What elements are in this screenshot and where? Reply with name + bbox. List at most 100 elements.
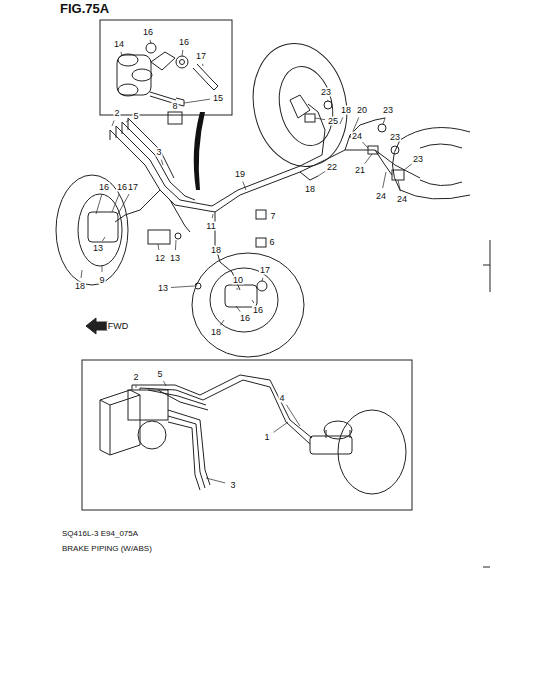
front-left-wheel <box>56 175 128 285</box>
leader-line <box>112 120 114 126</box>
callout-number: 12 <box>154 254 166 263</box>
abs-unit <box>100 390 168 455</box>
abs-pipes <box>132 375 312 490</box>
direction-label: FWD <box>107 322 130 331</box>
rear-left-wheel <box>192 253 304 357</box>
callout-number: 13 <box>157 284 169 293</box>
leader-line <box>318 171 325 176</box>
brake-pipes <box>110 101 420 291</box>
leader-line <box>212 214 214 218</box>
rear-right-wheel <box>393 128 471 200</box>
leader-line <box>96 195 102 214</box>
callout-number: 16 <box>239 314 251 323</box>
leader-line <box>102 237 105 241</box>
callout-number: 25 <box>327 117 339 126</box>
figure-caption: BRAKE PIPING (W/ABS) <box>62 545 152 553</box>
callout-number: 8 <box>171 102 178 111</box>
callout-number: 14 <box>113 40 125 49</box>
leader-line <box>404 164 412 170</box>
leader-line <box>327 100 328 101</box>
figure-title: FIG.75A <box>60 2 109 15</box>
callout-number: 7 <box>269 212 276 221</box>
leader-line <box>136 385 137 388</box>
leader-line <box>243 181 246 190</box>
callout-number: 24 <box>375 192 387 201</box>
callout-number: 18 <box>304 185 316 194</box>
callout-number: 18 <box>74 282 86 291</box>
leader-line <box>383 118 385 124</box>
callout-number: 20 <box>356 106 368 115</box>
callout-number: 17 <box>195 52 207 61</box>
leader-line <box>206 478 225 483</box>
leader-line <box>365 154 372 164</box>
leader-line <box>182 50 184 56</box>
callout-number: 10 <box>232 276 244 285</box>
leader-line <box>286 405 300 426</box>
callout-number: 4 <box>278 394 285 403</box>
leader-line <box>81 270 82 278</box>
leader-line <box>171 286 194 287</box>
callout-number: 5 <box>156 370 163 379</box>
leader-line <box>237 288 238 290</box>
callout-number: 16 <box>98 183 110 192</box>
callout-number: 11 <box>205 222 216 231</box>
callout-number: 13 <box>169 254 181 263</box>
callout-number: 6 <box>268 238 275 247</box>
leader-line <box>121 52 122 56</box>
callout-number: 3 <box>155 148 162 157</box>
leader-line <box>158 244 160 250</box>
callout-number: 22 <box>326 163 338 172</box>
callout-number: 18 <box>340 106 352 115</box>
callout-number: 18 <box>210 328 222 337</box>
leader-line <box>102 266 103 272</box>
callout-number: 23 <box>412 155 424 164</box>
fwd-arrow <box>86 318 108 334</box>
callout-number: 3 <box>229 481 236 490</box>
callout-number: 16 <box>142 28 154 37</box>
leader-line <box>126 120 129 122</box>
leader-line <box>236 306 240 312</box>
callout-number: 5 <box>132 112 139 121</box>
callout-number: 16 <box>252 306 264 315</box>
leader-line <box>150 40 151 44</box>
leader-line <box>202 64 203 66</box>
callout-number: 13 <box>92 244 104 253</box>
leader-line <box>118 194 129 214</box>
drawing-code: SQ416L-3 E94_075A <box>62 530 138 538</box>
callout-number: 17 <box>127 183 139 192</box>
front-right-wheel <box>242 35 358 175</box>
leader-line <box>274 422 288 432</box>
callout-number: 17 <box>259 266 271 275</box>
leader-line <box>252 300 254 303</box>
leader-line <box>315 118 325 120</box>
callout-number: 23 <box>382 106 394 115</box>
leader-line <box>175 240 177 250</box>
inset-frame <box>82 360 412 510</box>
callout-number: 2 <box>132 373 139 382</box>
callout-number: 24 <box>396 195 408 204</box>
callout-number: 23 <box>320 88 332 97</box>
leader-line <box>220 320 224 325</box>
leader-line <box>383 172 386 188</box>
callout-number: 24 <box>351 132 363 141</box>
callout-number: 18 <box>210 246 222 255</box>
leader-line <box>398 180 400 191</box>
leader-line <box>184 99 210 103</box>
callout-number: 1 <box>263 433 270 442</box>
callout-number: 9 <box>98 276 105 285</box>
leader-line <box>340 117 343 124</box>
clamp <box>117 43 218 106</box>
leader-line <box>112 194 119 212</box>
callout-number: 23 <box>389 133 401 142</box>
leader-line <box>161 160 163 165</box>
leader-line <box>362 142 368 148</box>
leader-line <box>164 381 166 386</box>
callout-number: 15 <box>212 94 224 103</box>
inset-frame <box>100 20 232 115</box>
callout-number: 21 <box>354 166 366 175</box>
callout-number: 19 <box>234 170 246 179</box>
leader-line <box>262 278 264 281</box>
callout-number: 2 <box>113 109 120 118</box>
